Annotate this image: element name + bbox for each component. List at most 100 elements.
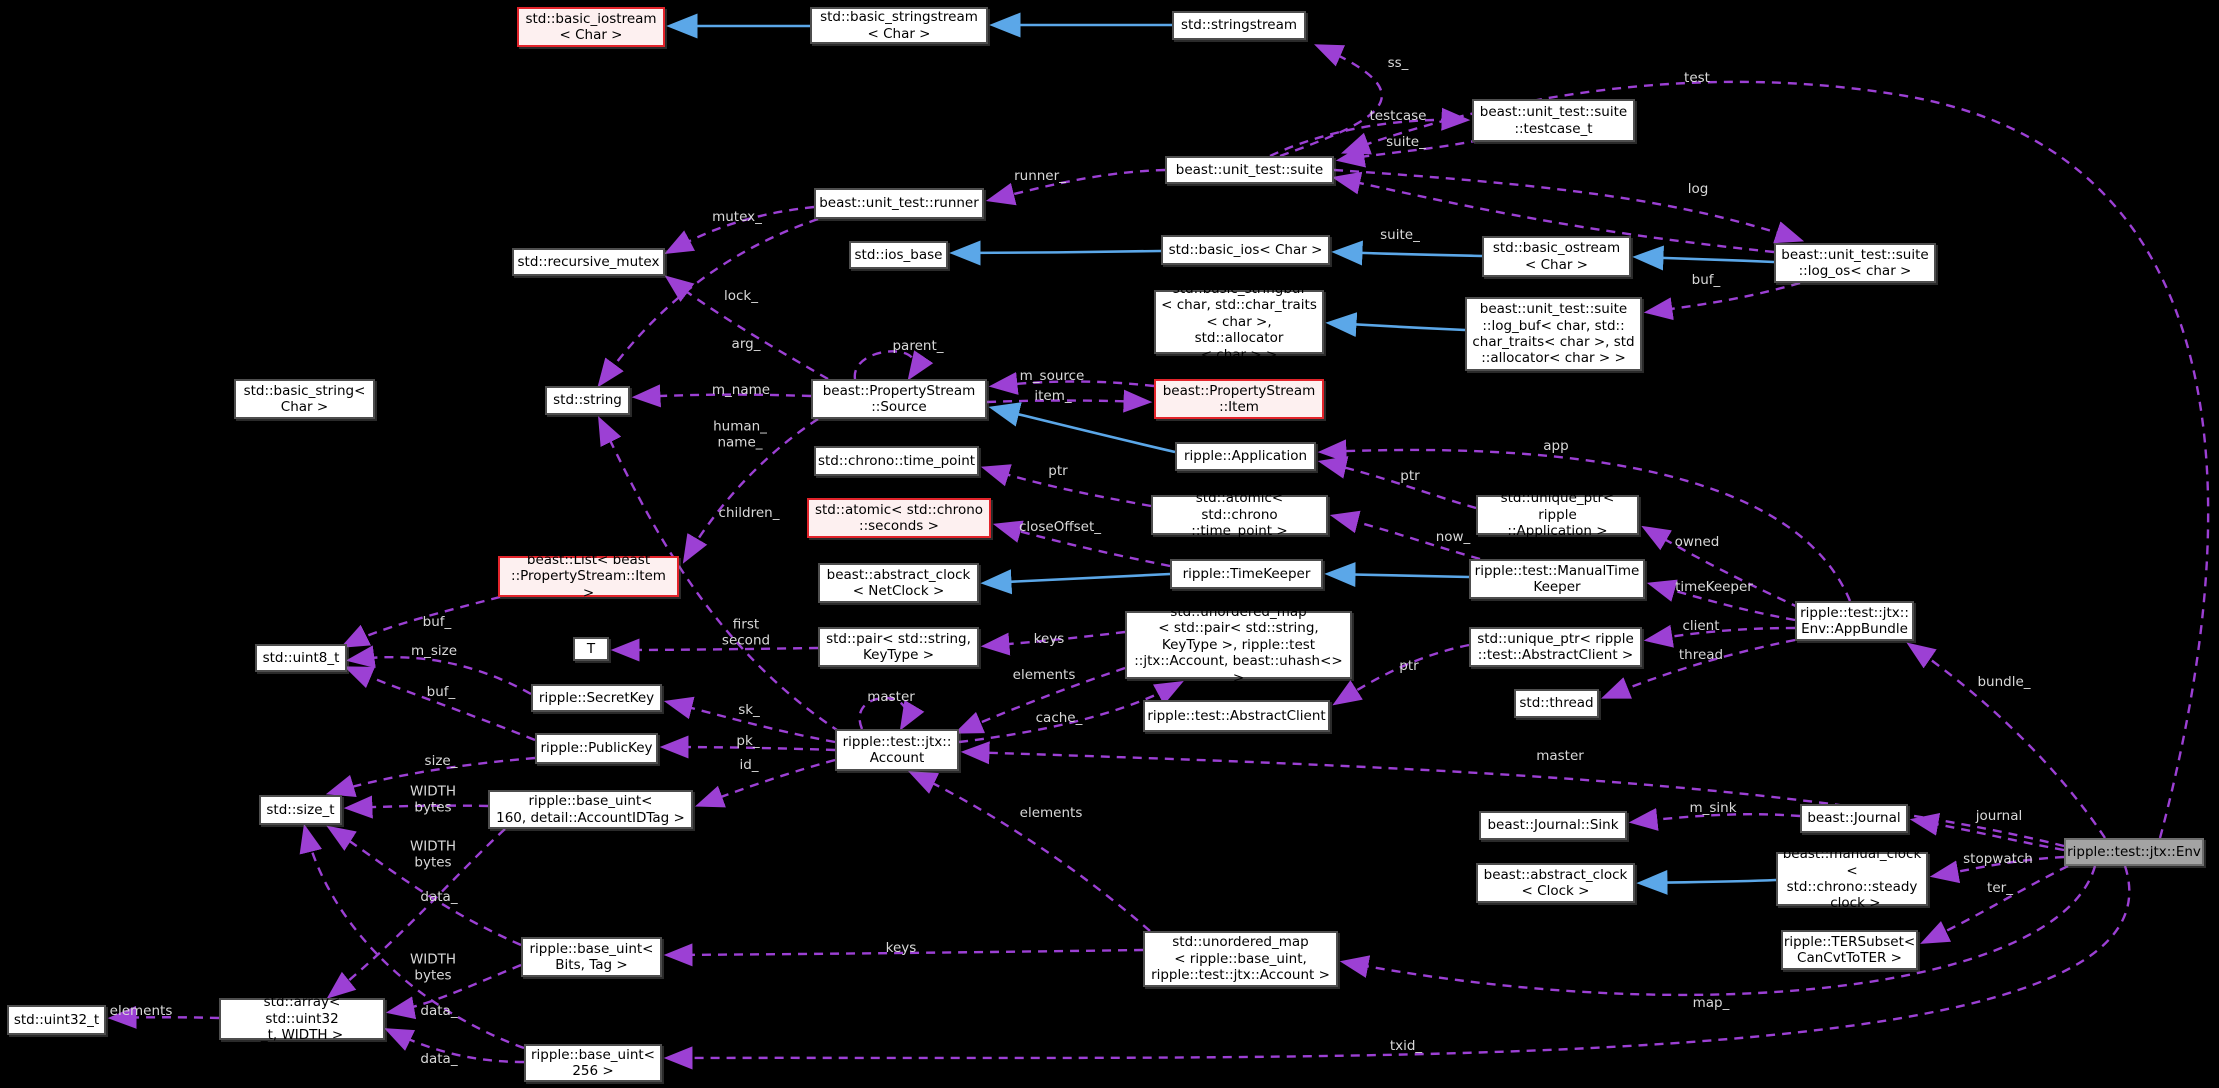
node-test-abstractclient[interactable]: ripple::test::AbstractClient [1143, 700, 1330, 732]
node-base-uint-256[interactable]: ripple::base_uint< 256 > [524, 1044, 662, 1082]
node-std-basic-stringstream[interactable]: std::basic_stringstream < Char > [810, 7, 988, 44]
member-edge-37 [345, 645, 532, 696]
node-std-string[interactable]: std::string [545, 386, 630, 415]
member-edge-55 [663, 865, 2131, 1070]
node-std-pair-string-keytype[interactable]: std::pair< std::string, KeyType > [818, 627, 979, 667]
node-std-size-t[interactable]: std::size_t [259, 795, 342, 825]
node-propertystream-source[interactable]: beast::PropertyStream ::Source [811, 379, 987, 419]
node-std-basic-iostream[interactable]: std::basic_iostream < Char > [517, 7, 665, 47]
node-std-basic-stringbuf[interactable]: std::basic_stringbuf < char, std::char_t… [1154, 281, 1324, 363]
node-unit-test-runner[interactable]: beast::unit_test::runner [814, 188, 984, 219]
member-edge-6 [1331, 171, 1775, 254]
member-edge-26 [1332, 643, 1470, 706]
node-unique-ptr-abstractclient[interactable]: std::unique_ptr< ripple ::test::Abstract… [1469, 627, 1642, 667]
member-edge-43 [326, 828, 506, 999]
member-edge-19 [1329, 510, 1481, 561]
member-edge-42 [299, 823, 525, 1050]
node-journal-sink[interactable]: beast::Journal::Sink [1479, 811, 1627, 840]
node-ripple-publickey[interactable]: ripple::PublicKey [535, 733, 658, 764]
inheritance-edge-58 [949, 240, 1162, 266]
inheritance-edge-63 [980, 569, 1171, 595]
node-std-array-uint32[interactable]: std::array< std::uint32 _t, WIDTH > [219, 994, 385, 1043]
inheritance-edge-61 [1325, 312, 1466, 338]
node-beast-journal[interactable]: beast::Journal [1800, 804, 1908, 833]
member-edge-47 [663, 943, 1144, 967]
node-manual-timekeeper[interactable]: ripple::test::ManualTime Keeper [1469, 559, 1645, 599]
member-edge-11 [853, 350, 934, 381]
member-edge-52 [1929, 855, 2065, 884]
node-jtx-env[interactable]: ripple::test::jtx::Env [2064, 838, 2204, 866]
node-beast-manual-clock[interactable]: beast::manual_clock < std::chrono::stead… [1776, 846, 1928, 911]
member-edge-35 [858, 696, 925, 731]
member-edge-13 [988, 371, 1155, 395]
node-ripple-application[interactable]: ripple::Application [1175, 442, 1316, 471]
node-unit-test-suite[interactable]: beast::unit_test::suite [1165, 156, 1334, 184]
node-t-param[interactable]: T [573, 637, 609, 661]
member-edge-34 [694, 758, 836, 808]
node-ripple-timekeeper[interactable]: ripple::TimeKeeper [1170, 559, 1323, 589]
member-edge-23 [1643, 624, 1796, 648]
member-edge-29 [954, 666, 1126, 734]
node-std-basic-ostream[interactable]: std::basic_ostream < Char > [1482, 236, 1631, 277]
inheritance-edge-64 [1324, 562, 1470, 587]
node-testcase-t[interactable]: beast::unit_test::suite ::testcase_t [1472, 99, 1635, 142]
member-edge-40 [343, 795, 489, 819]
member-edge-3 [1335, 138, 1481, 168]
node-propertystream-item[interactable]: beast::PropertyStream ::Item [1154, 379, 1324, 419]
member-edge-49 [960, 741, 2065, 848]
node-unique-ptr-application[interactable]: std::unique_ptr< ripple ::Application > [1476, 490, 1639, 539]
member-edge-30 [958, 680, 1184, 744]
member-edge-24 [1600, 638, 1796, 699]
node-ripple-secretkey[interactable]: ripple::SecretKey [531, 684, 662, 712]
node-std-atomic-seconds[interactable]: std::atomic< std::chrono ::seconds > [807, 498, 991, 538]
node-env-appbundle[interactable]: ripple::test::jtx:: Env::AppBundle [1795, 601, 1914, 641]
node-unordered-map-baseuint-account[interactable]: std::unordered_map < ripple::base_uint, … [1143, 931, 1338, 987]
member-edge-46 [107, 1005, 220, 1029]
node-std-stringstream[interactable]: std::stringstream [1172, 11, 1306, 40]
node-beast-list-item[interactable]: beast::List< beast ::PropertyStream::Ite… [498, 552, 679, 601]
member-edge-27 [682, 417, 819, 564]
node-std-basic-string[interactable]: std::basic_string< Char > [234, 379, 375, 419]
node-abstract-clock-netclock[interactable]: beast::abstract_clock < NetClock > [818, 563, 979, 603]
node-std-atomic-time-point[interactable]: std::atomic< std::chrono ::time_point > [1151, 490, 1328, 539]
member-edge-21 [1641, 525, 1801, 610]
node-suite-log-buf[interactable]: beast::unit_test::suite ::log_buf< char,… [1465, 297, 1642, 371]
member-edge-41 [326, 825, 522, 947]
node-std-thread[interactable]: std::thread [1514, 689, 1599, 718]
member-edge-32 [663, 696, 836, 744]
node-base-uint-160-accountid[interactable]: ripple::base_uint< 160, detail::AccountI… [488, 790, 693, 829]
member-edge-45 [384, 1028, 525, 1064]
inheritance-edge-62 [988, 402, 1176, 454]
node-std-uint32-t[interactable]: std::uint32_t [7, 1005, 106, 1035]
member-edge-9 [664, 275, 829, 381]
member-edge-25 [1906, 642, 2107, 839]
node-std-chrono-time-point[interactable]: std::chrono::time_point [814, 446, 979, 476]
node-std-basic-ios[interactable]: std::basic_ios< Char > [1161, 235, 1330, 265]
node-std-uint8-t[interactable]: std::uint8_t [255, 644, 347, 672]
member-edge-44 [385, 963, 522, 1020]
member-edge-28 [980, 630, 1126, 656]
member-edge-8 [664, 205, 815, 255]
member-edge-54 [1339, 865, 2097, 997]
node-jtx-account[interactable]: ripple::test::jtx:: Account [835, 729, 959, 771]
node-std-ios-base[interactable]: std::ios_base [849, 241, 948, 269]
member-edge-5 [1333, 168, 1805, 244]
member-edge-0 [1279, 44, 1383, 158]
node-abstract-clock-clock[interactable]: beast::abstract_clock < Clock > [1476, 863, 1635, 903]
member-edge-17 [980, 464, 1152, 508]
node-std-recursive-mutex[interactable]: std::recursive_mutex [512, 248, 665, 276]
node-base-uint-bits-tag[interactable]: ripple::base_uint< Bits, Tag > [521, 937, 662, 977]
member-edge-20 [1317, 439, 1852, 602]
member-edge-12 [631, 384, 812, 408]
member-edge-18 [992, 520, 1171, 568]
member-edge-7 [1643, 281, 1801, 321]
node-unordered-map-pair-account[interactable]: std::unordered_map < std::pair< std::str… [1125, 604, 1352, 686]
node-suite-log-os[interactable]: beast::unit_test::suite ::log_os< char > [1774, 243, 1936, 283]
node-ripple-tersubset[interactable]: ripple::TERSubset< CanCvtToTER > [1781, 930, 1918, 970]
member-edge-38 [344, 666, 536, 742]
member-edge-53 [1920, 864, 2069, 944]
member-edge-22 [1646, 579, 1796, 622]
member-edge-31 [610, 638, 819, 662]
member-edge-48 [908, 771, 1151, 932]
